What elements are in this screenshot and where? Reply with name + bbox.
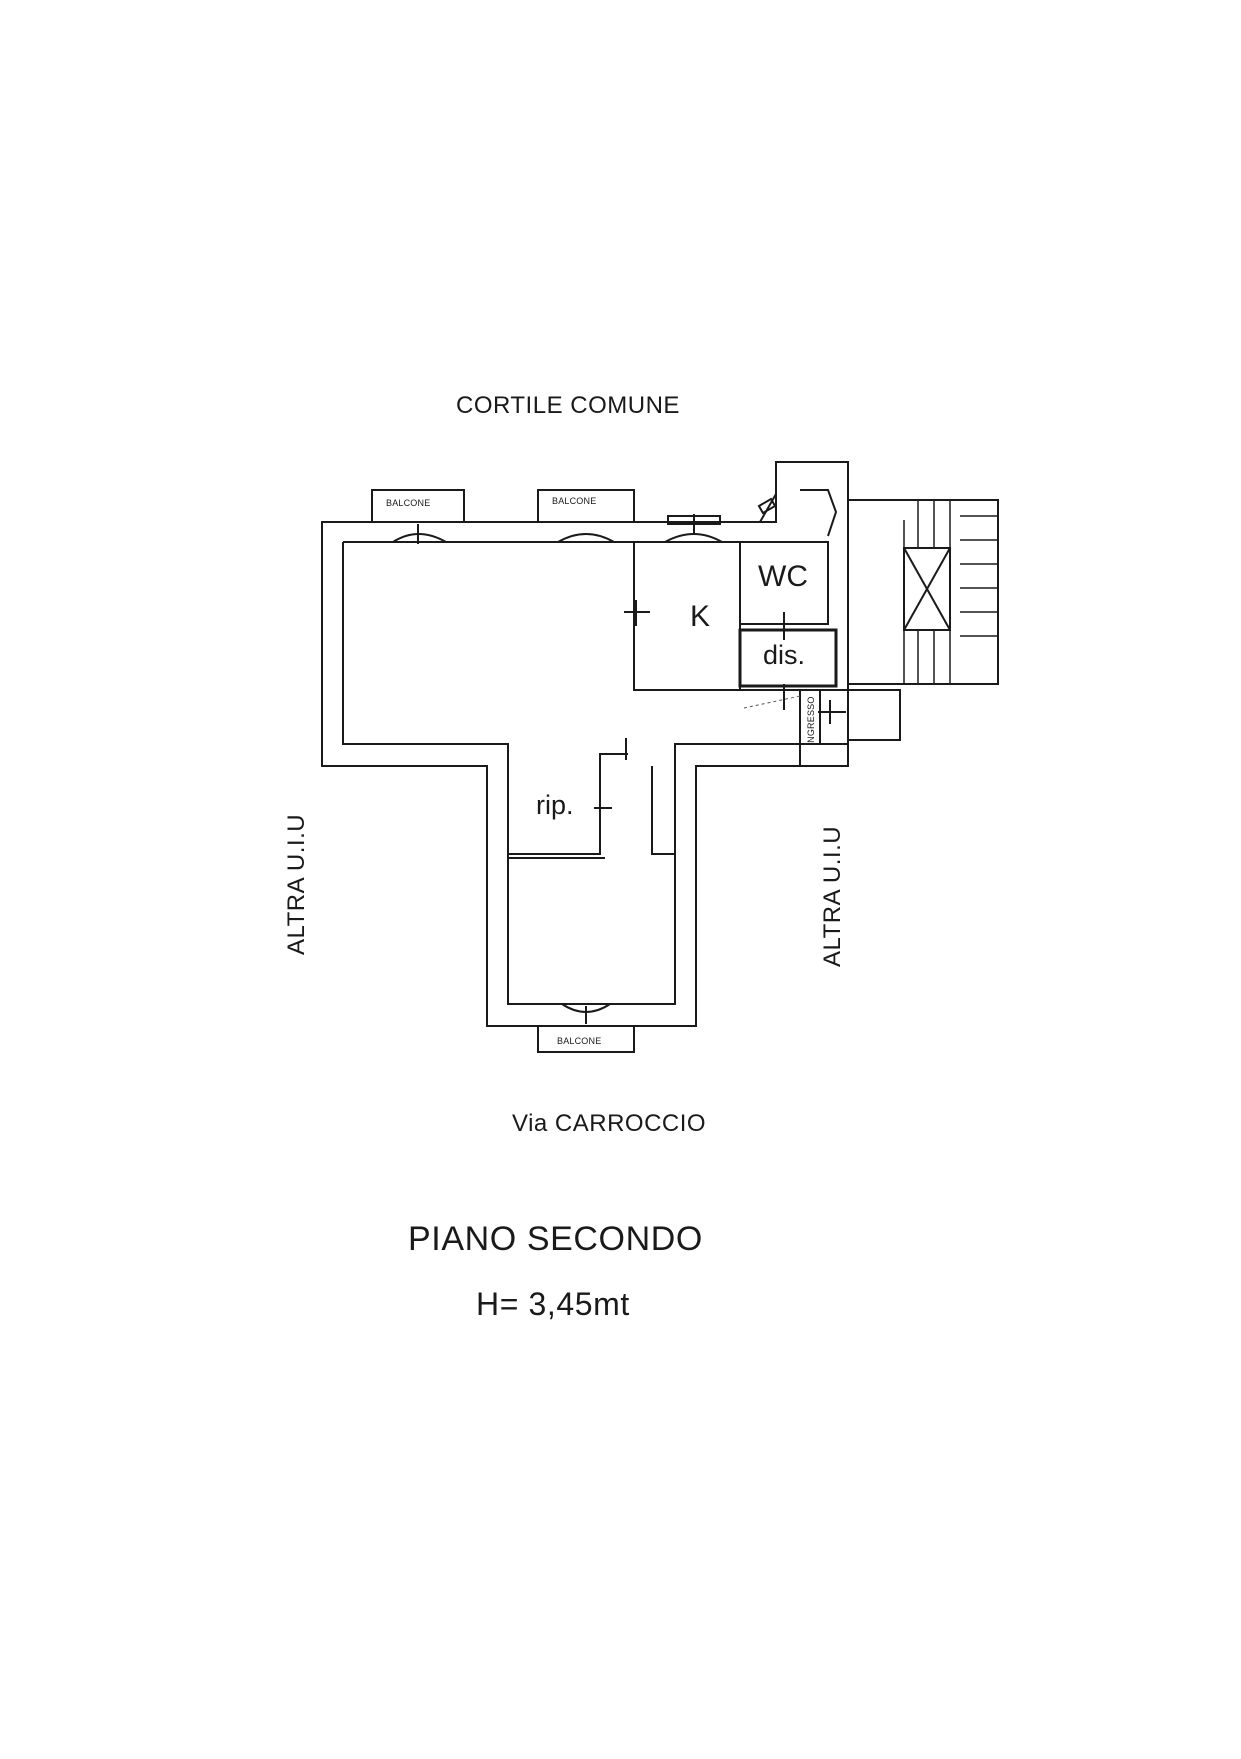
ceiling-height: H= 3,45mt <box>476 1286 630 1322</box>
room-label-corridor: dis. <box>763 640 806 670</box>
chimney-vent <box>757 497 777 515</box>
window-top-3 <box>664 533 723 543</box>
room-label-storage: rip. <box>536 790 574 820</box>
balcony-top-center <box>537 489 635 523</box>
entrance-label: INGRESSO <box>806 696 816 746</box>
other-unit-right-label: ALTRA U.I.U <box>819 825 846 967</box>
balcony-label-top-left: BALCONE <box>386 498 431 508</box>
window-top-1 <box>392 533 447 543</box>
storage-walls <box>507 753 675 855</box>
courtyard-label: CORTILE COMUNE <box>456 392 680 419</box>
balcony-label-bottom: BALCONE <box>557 1036 602 1046</box>
balcony-bottom <box>537 1025 635 1053</box>
entrance-walls <box>799 690 848 766</box>
balcony-top-left <box>371 489 465 523</box>
elevator-shaft <box>903 547 951 631</box>
room-label-kitchen: K <box>690 600 711 633</box>
kitchen-walls <box>633 541 741 691</box>
stair-landing <box>848 689 901 741</box>
elevator-cross-2 <box>903 547 951 631</box>
dashed-line <box>743 695 801 709</box>
room-label-wc: WC <box>758 560 808 593</box>
stair-treads <box>903 500 998 684</box>
floor-title: PIANO SECONDO <box>408 1220 703 1258</box>
balcony-label-top-center: BALCONE <box>552 496 597 506</box>
stairwell-outline <box>847 499 999 685</box>
window-top-2 <box>557 533 615 543</box>
other-unit-left-label: ALTRA U.I.U <box>283 813 310 955</box>
door-markers <box>417 514 846 1024</box>
street-label: Via CARROCCIO <box>512 1110 707 1137</box>
corridor-walls <box>738 628 838 688</box>
inner-wall <box>342 541 848 1005</box>
